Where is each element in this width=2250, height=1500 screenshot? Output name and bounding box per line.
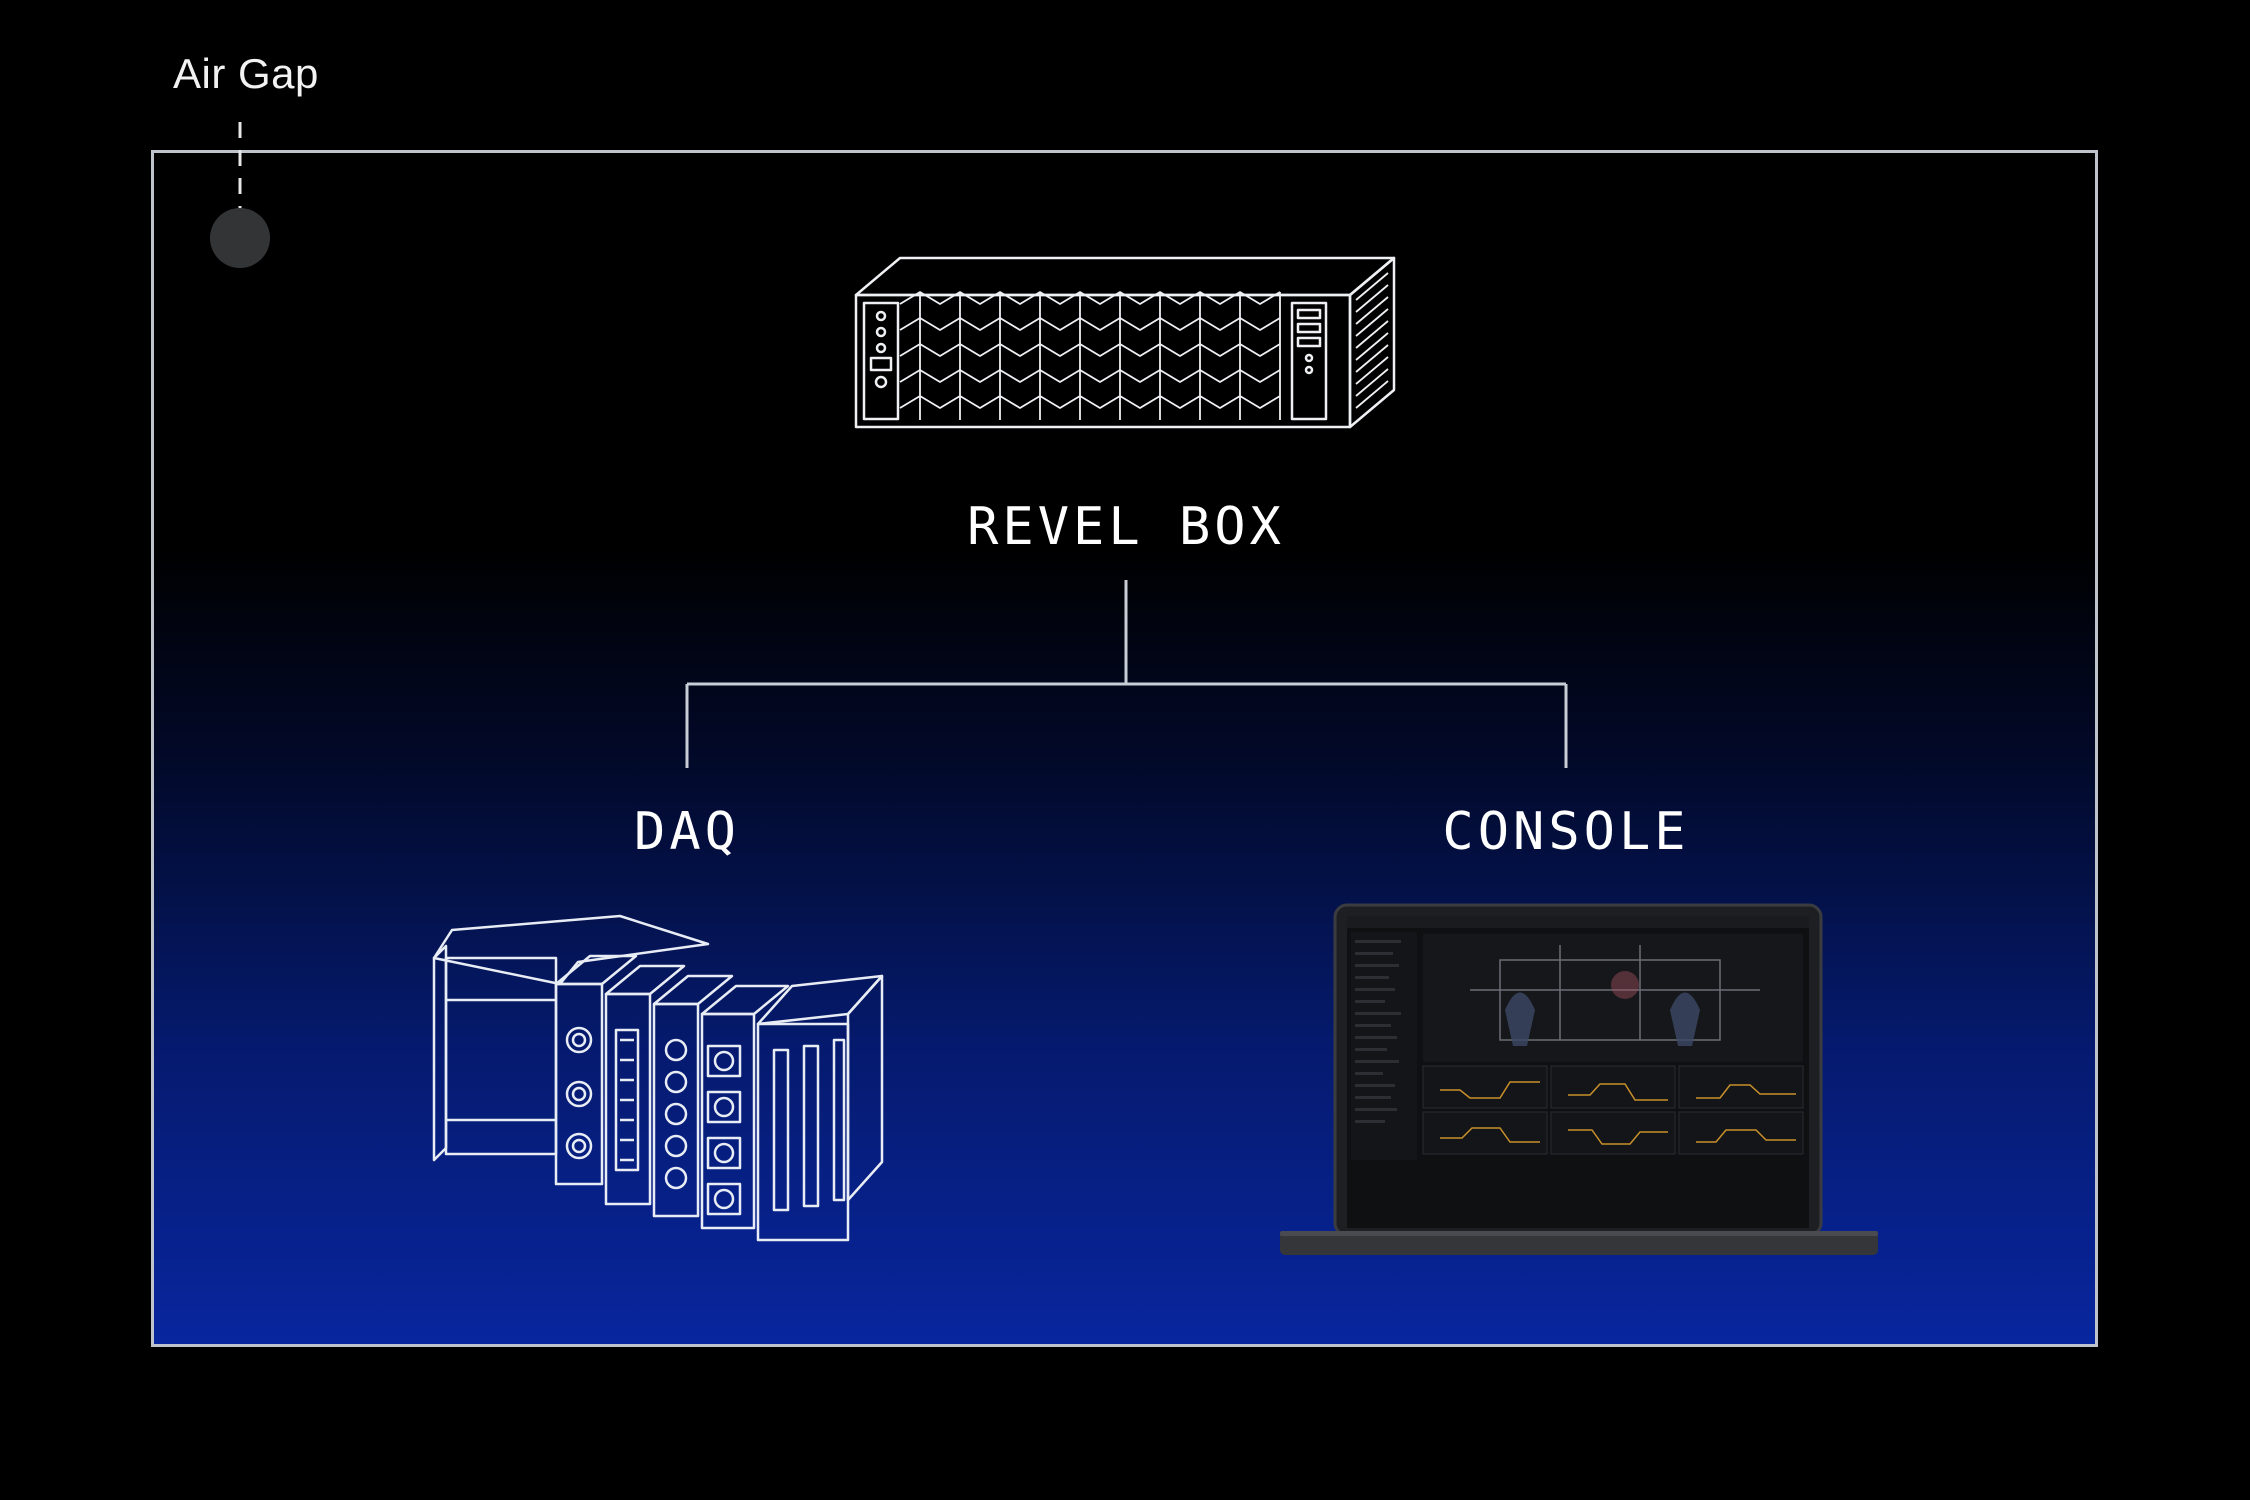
air-gap-label: Air Gap xyxy=(173,50,319,97)
node-label-console: CONSOLE xyxy=(1442,802,1690,862)
laptop-icon xyxy=(1280,903,1878,1255)
node-label-daq: DAQ xyxy=(634,802,740,862)
node-label-revel-box: REVEL BOX xyxy=(967,497,1285,557)
server-rack-icon xyxy=(854,256,1396,429)
daq-module-icon xyxy=(432,914,884,1242)
tree-connectors xyxy=(685,580,1568,768)
air-gap-marker xyxy=(210,208,270,268)
